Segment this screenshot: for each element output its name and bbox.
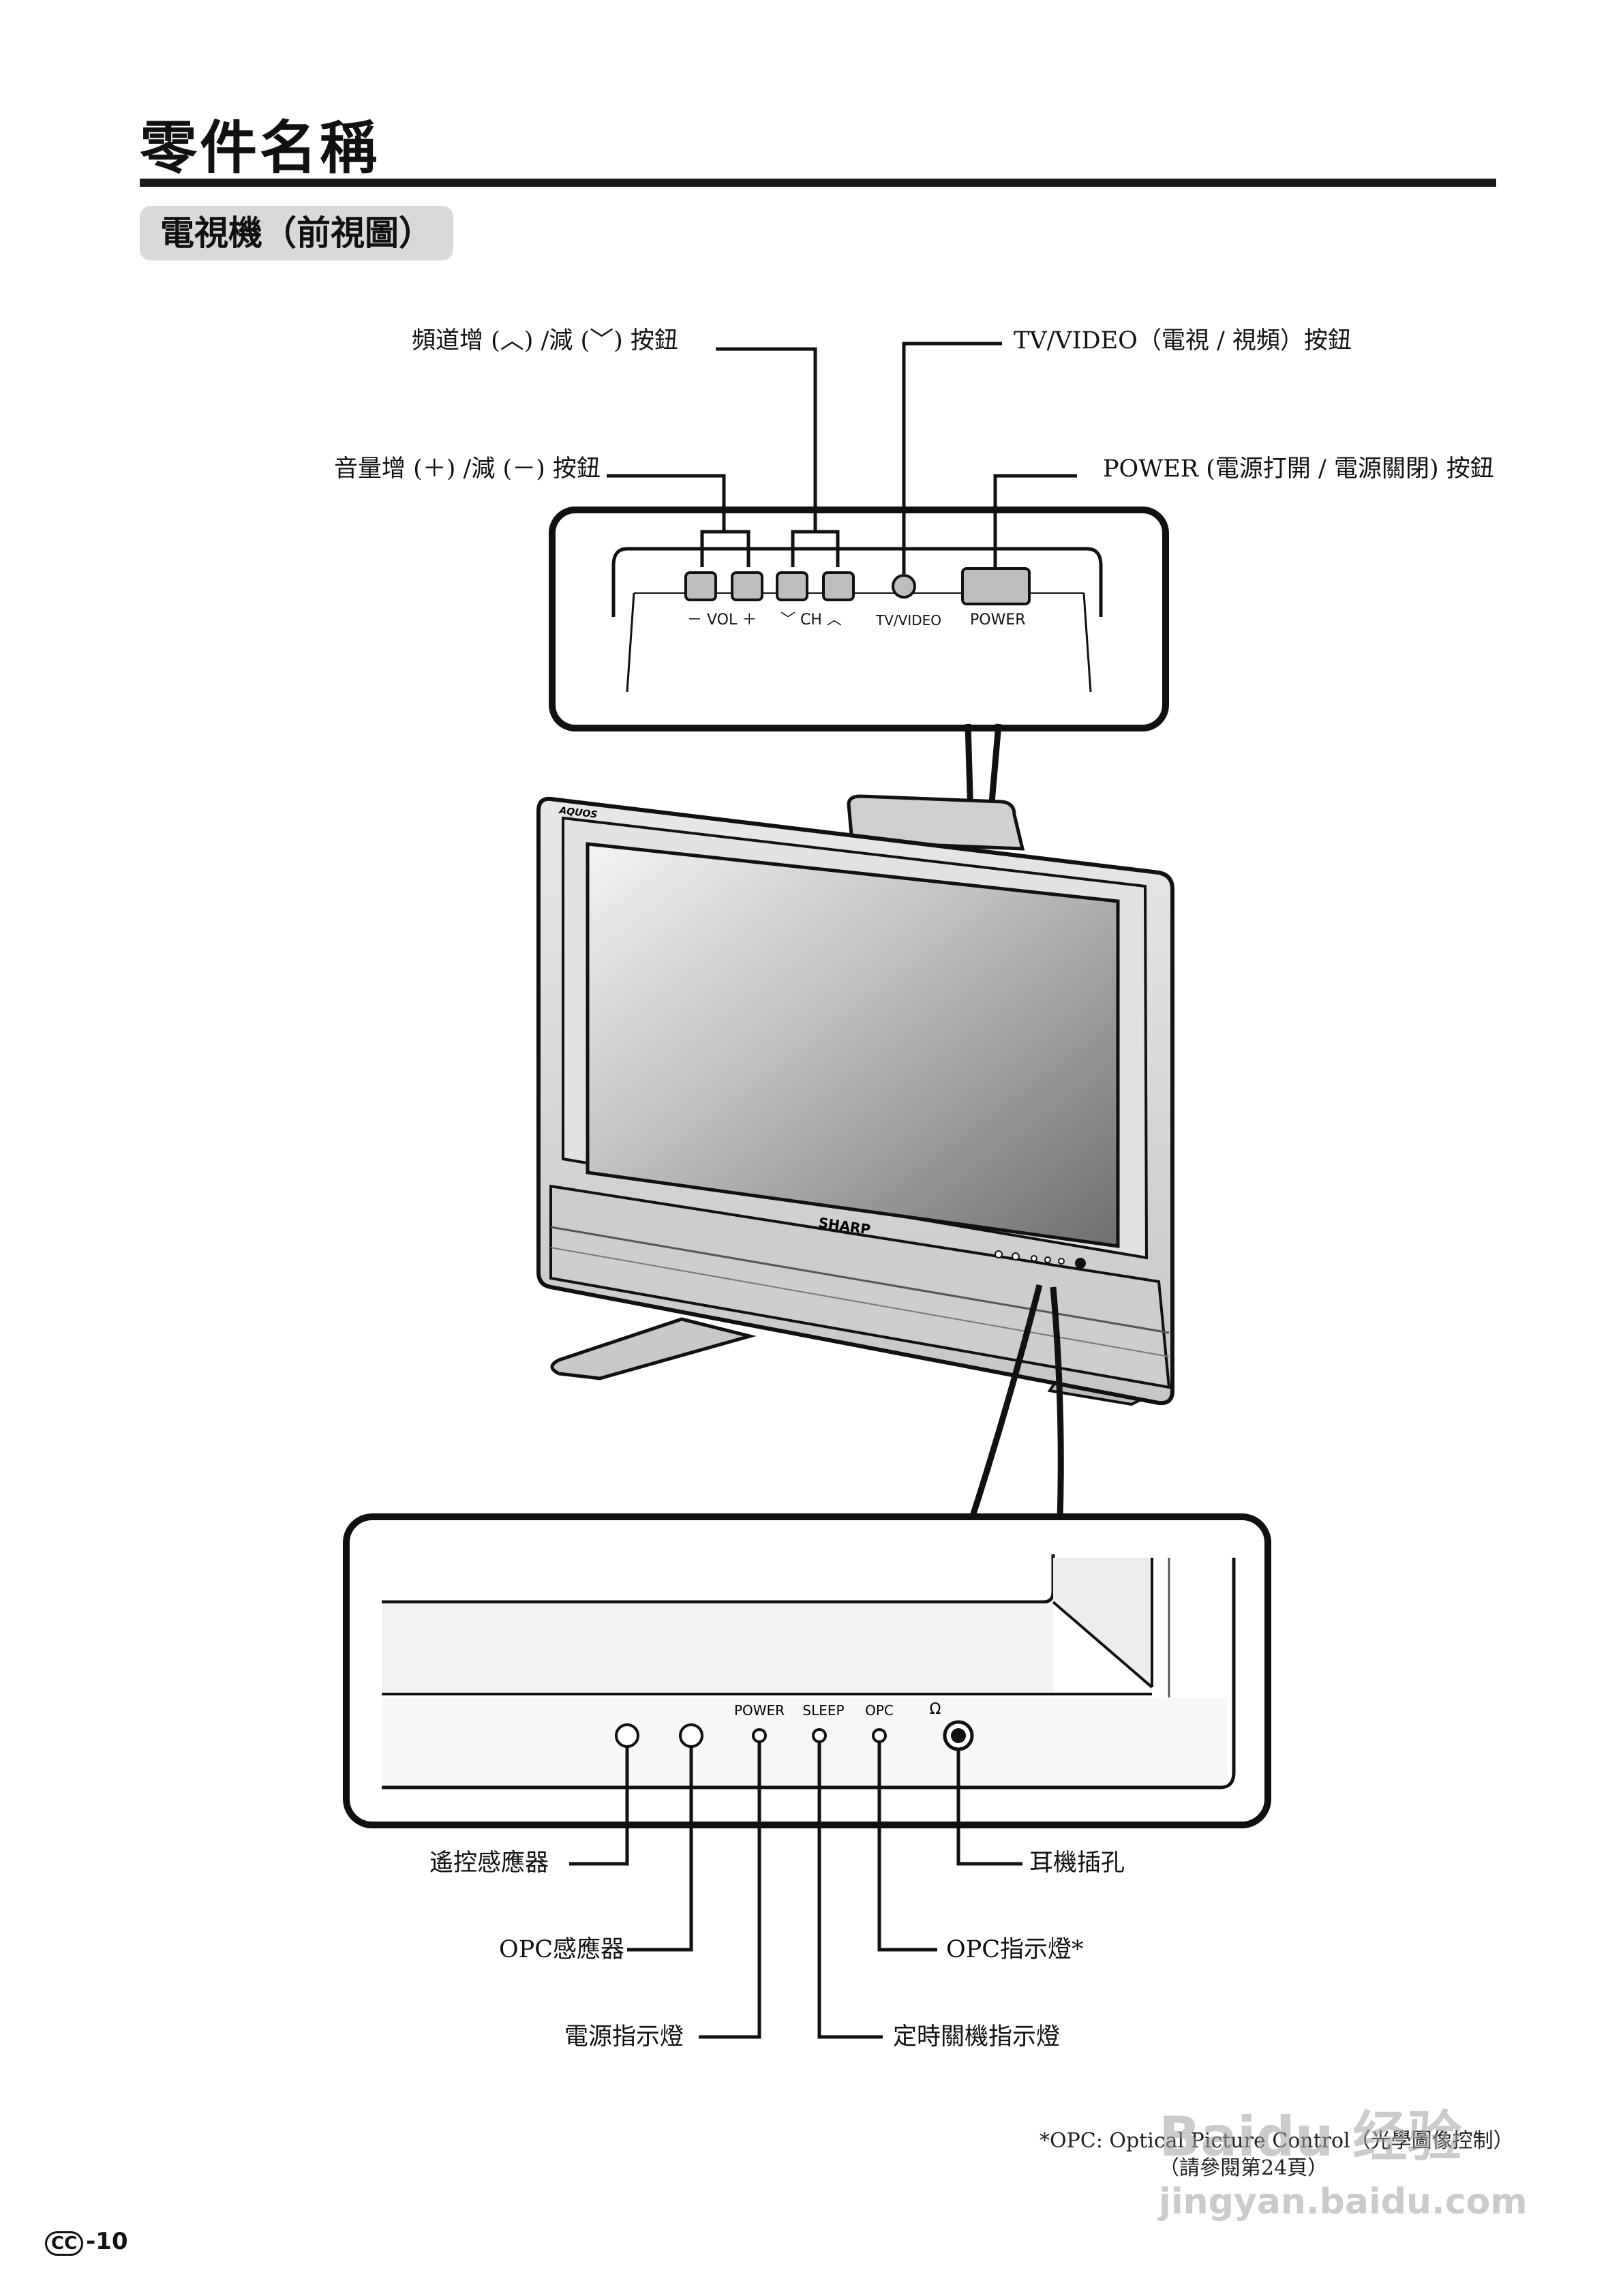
footnote-opc: *OPC: Optical Picture Control（光學圖像控制） — [1040, 2129, 1514, 2153]
tv-video-caption: TV/VIDEO — [876, 612, 941, 629]
watermark-logo: Baidu 经验 — [1159, 2105, 1462, 2169]
page-title: 零件名稱 — [140, 115, 380, 181]
tv-video-button-label: TV/VIDEO（電視 / 視頻）按鈕 — [1014, 327, 1352, 354]
volume-button-label: 音量增 (＋) /減 (－) 按鈕 — [334, 455, 601, 483]
sleep-indicator — [812, 1728, 827, 1743]
ch-caption: ﹀ CH ︿ — [780, 611, 842, 629]
footnote-page-ref: （請參閱第24頁） — [1159, 2156, 1329, 2180]
page-number-text: -10 — [86, 2228, 128, 2255]
power-indicator-callout: 電源指示燈 — [564, 2023, 684, 2051]
power-indicator-label: POWER — [734, 1702, 785, 1719]
opc-sensor-label: OPC感應器 — [499, 1936, 625, 1963]
opc-indicator — [872, 1728, 887, 1743]
vol-caption: － VOL ＋ — [687, 611, 757, 629]
cc-badge: CC — [45, 2231, 84, 2256]
sleep-indicator-label: SLEEP — [802, 1702, 844, 1719]
vol-up-button[interactable] — [731, 571, 763, 601]
section-label: 電視機（前視圖） — [140, 206, 453, 260]
opc-indicator-label: OPC — [865, 1702, 894, 1719]
ch-down-button[interactable] — [776, 571, 808, 601]
watermark: Baidu 经验 jingyan.baidu.com — [1159, 2105, 1528, 2223]
watermark-url: jingyan.baidu.com — [1159, 2181, 1528, 2222]
ch-up-button[interactable] — [822, 571, 855, 601]
tv-screen — [586, 842, 1120, 1248]
power-caption: POWER — [970, 611, 1026, 629]
tv-set-illustration: SHARP AQUOS — [536, 794, 1174, 1522]
remote-sensor — [615, 1723, 639, 1748]
opc-indicator-callout: OPC指示燈* — [946, 1936, 1084, 1963]
bottom-indicator-panel-zoom: POWER SLEEP OPC Ω — [343, 1513, 1271, 2039]
power-button[interactable] — [961, 567, 1031, 605]
title-rule — [140, 179, 1496, 187]
tv-series-logo: AQUOS — [558, 805, 598, 821]
power-button-label: POWER (電源打開 / 電源關閉) 按鈕 — [1103, 455, 1494, 483]
tv-video-button[interactable] — [892, 574, 916, 599]
page-number: CC-10 — [45, 2228, 128, 2256]
remote-sensor-label: 遙控感應器 — [429, 1849, 549, 1877]
power-indicator — [752, 1728, 767, 1743]
top-control-panel-zoom — [549, 342, 1169, 843]
headphone-jack-label: 耳機插孔 — [1029, 1849, 1125, 1877]
vol-down-button[interactable] — [684, 571, 717, 601]
channel-button-label: 頻道增 (︿) /減 (﹀) 按鈕 — [412, 327, 678, 354]
sleep-indicator-callout: 定時關機指示燈 — [893, 2023, 1061, 2051]
headphone-icon: Ω — [930, 1701, 941, 1718]
opc-sensor — [679, 1723, 703, 1748]
